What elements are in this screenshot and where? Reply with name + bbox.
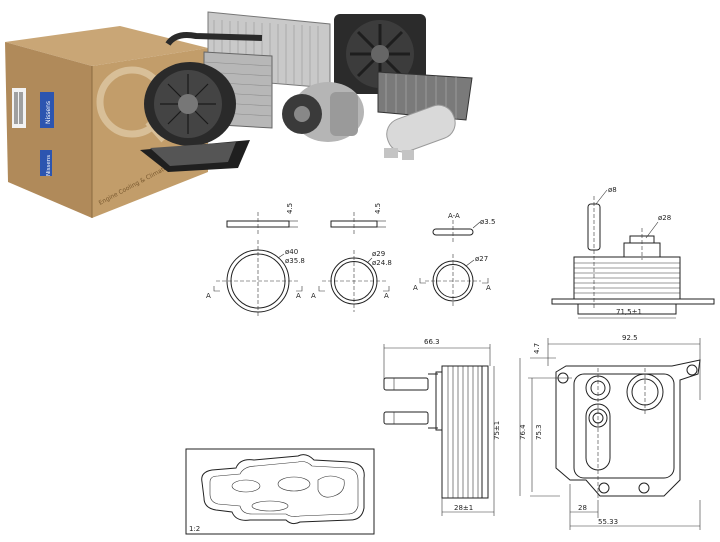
blower-motor-part [140,62,250,172]
gasket-detail-scale: 1:2 [189,525,200,533]
front-depth-dim: 66.3 [424,338,440,346]
gasket-2-drawing: 4.5 ø29 ø24.8 A A [311,203,392,312]
side-base-width: 71,5±1 [616,308,642,316]
plan-large-dim: 55.33 [598,518,618,526]
barcode-label [12,88,26,128]
plan-width-dim: 92.5 [622,334,638,342]
plan-view-drawing: 92.5 4.7 76.4 75.3 28 55.33 [519,334,701,530]
side-port-large-dia: ø28 [658,214,671,222]
side-view-drawing: ø8 ø28 71,5±1 [551,186,715,319]
gasket-1-drawing: 4.5 ø40 ø35.8 A A [206,203,305,318]
receiver-drier-part [384,104,456,160]
gasket-2-inner-dia: ø24.8 [372,259,392,267]
product-photo: Nissens Nissens Engine Cooling & Climate [5,11,473,218]
gasket-1-outer-dia: ø40 [285,248,298,256]
gasket-2-section-right: A [384,292,389,300]
gasket-3-drawing: A-A ø3.5 ø27 A A [413,212,495,308]
front-base-dim: 28±1 [454,504,473,512]
ac-compressor-part [282,82,364,142]
box-brand-text: Nissens [45,101,52,124]
gasket-3-section-right: A [486,284,491,292]
gasket-2-thickness: 4.5 [374,203,382,214]
gasket-detail-drawing: 1:2 [185,448,375,535]
front-height-dim: 75±1 [493,421,501,440]
gasket-1-section-right: A [296,292,301,300]
gasket-2-section-left: A [311,292,316,300]
gasket-2-outer-dia: ø29 [372,250,385,258]
gasket-3-section-left: A [413,284,418,292]
gasket-3-outer-dia: ø27 [475,255,488,263]
side-port-small-dia: ø8 [608,186,617,194]
gasket-3-cross-dia: ø3.5 [480,218,495,226]
gasket-1-thickness: 4.5 [286,203,294,214]
box-brand-side-text: Nissens [46,155,52,176]
front-view-drawing: 66.3 75±1 28±1 [383,338,501,516]
gasket-3-section-label: A-A [448,212,460,220]
gasket-1-section-left: A [206,292,211,300]
plan-offset-dim: 4.7 [533,343,541,354]
plan-height-2-dim: 75.3 [535,424,543,440]
plan-height-1-dim: 76.4 [519,424,527,440]
gasket-1-inner-dia: ø35.8 [285,257,305,265]
plan-small-dim: 28 [578,504,587,512]
